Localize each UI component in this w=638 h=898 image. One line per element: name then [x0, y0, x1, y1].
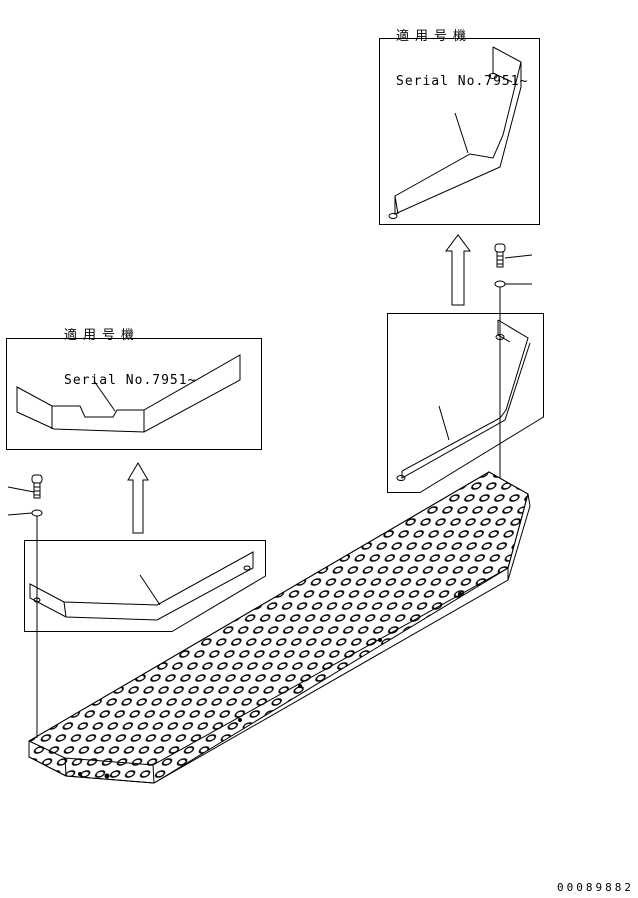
bolt-icon — [8, 475, 42, 738]
bolt-icon — [495, 244, 532, 478]
inset-box-new-right-cover — [380, 39, 540, 225]
drawing-number: 00089882 — [557, 881, 634, 894]
inset-box-old-left-cover — [25, 541, 266, 632]
inset-box-old-right-cover — [388, 314, 544, 493]
up-arrow-icon — [446, 235, 470, 305]
leader-line — [94, 381, 115, 411]
applicable-machines-jp: 適用号機 — [396, 29, 473, 44]
up-arrow-icon — [128, 463, 148, 533]
washer-icon — [32, 510, 42, 516]
applicable-machines-jp: 適用号機 — [64, 328, 141, 343]
leader-line — [505, 255, 532, 258]
serial-number-label: Serial No.7951~ — [64, 373, 197, 388]
washer-icon — [495, 281, 505, 287]
leader-line — [439, 406, 449, 440]
leader-line — [8, 513, 32, 515]
leader-line — [8, 487, 34, 492]
applicability-label-top-right: 適用号機 Serial No.7951~ — [396, 0, 528, 104]
leader-line — [455, 113, 468, 153]
inset-box-new-left-cover — [7, 339, 262, 450]
applicability-label-middle-left: 適用号機 Serial No.7951~ — [64, 298, 196, 403]
leader-line — [140, 575, 160, 605]
perforated-step-plate — [29, 472, 530, 783]
serial-number-label: Serial No.7951~ — [396, 74, 529, 89]
